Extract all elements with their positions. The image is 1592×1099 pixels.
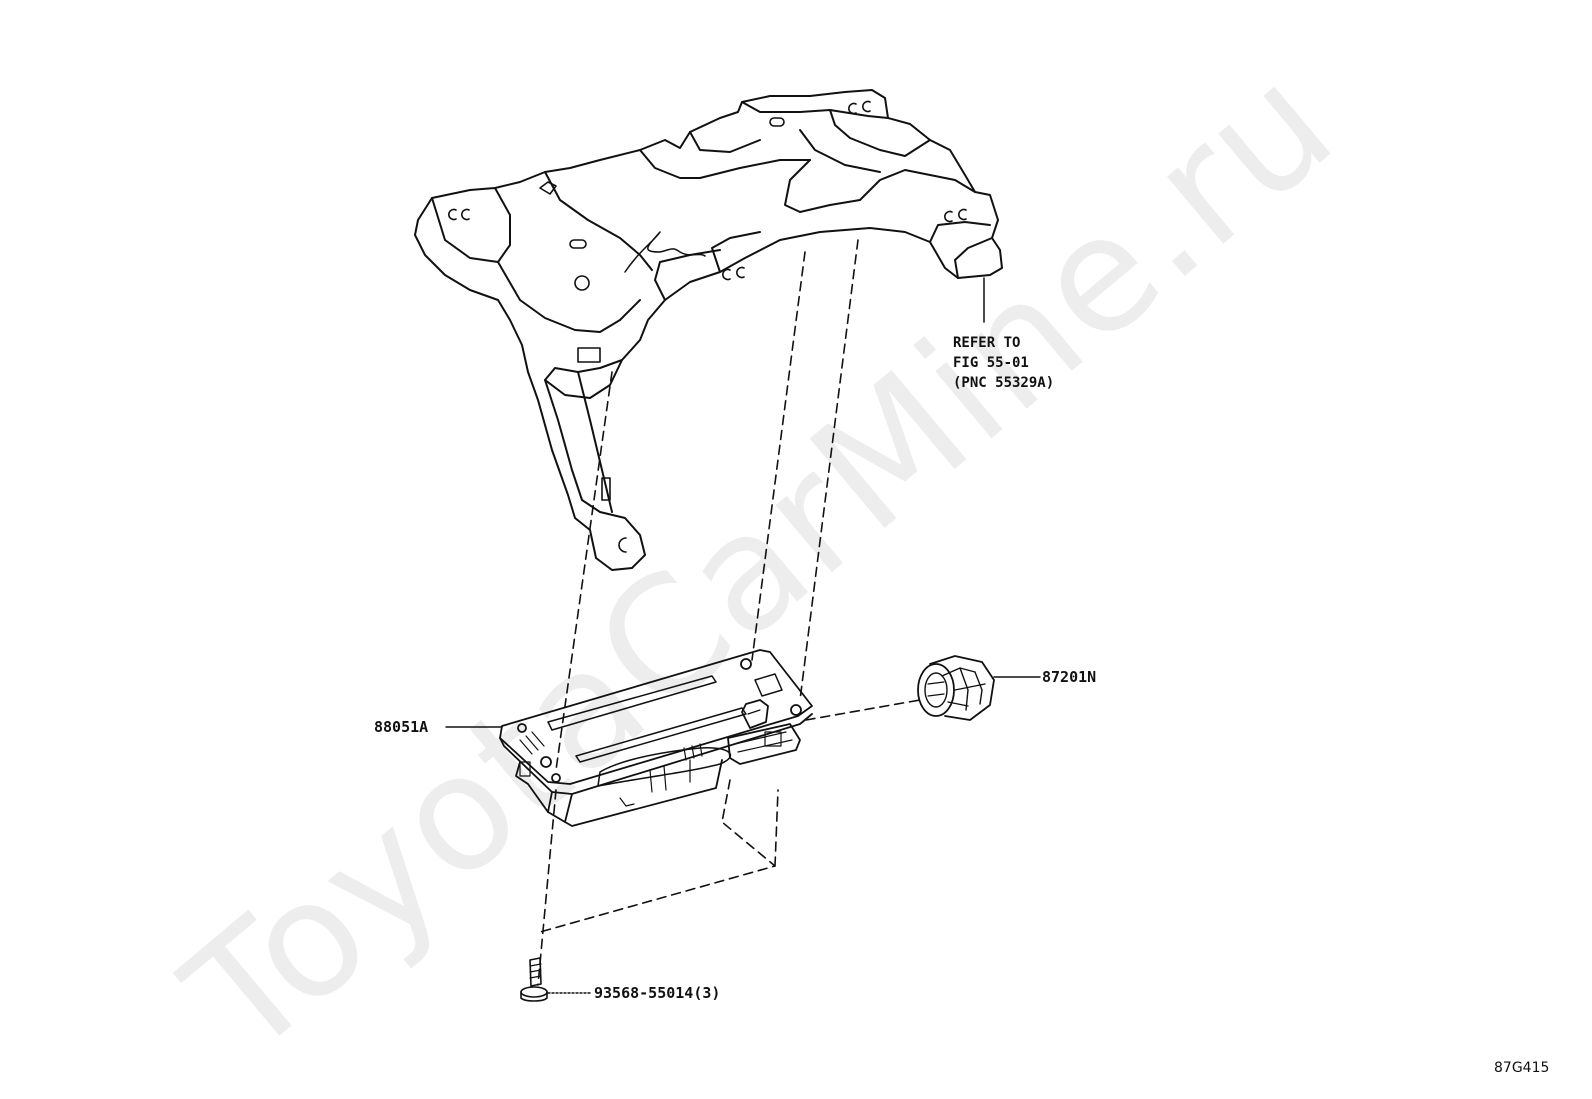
computer-assembly [499,649,813,827]
assembly-lines [537,239,921,986]
support-bracket [414,89,1003,571]
callout-screw: 93568-55014(3) [594,984,721,1002]
bracket-reference-line-2: FIG 55-01 [953,355,1029,371]
bracket-reference-note: REFER TO FIG 55-01 (PNC 55329A) [953,333,1054,393]
figure-id: 87G415 [1494,1060,1550,1076]
callout-computer: 88051A [374,718,429,736]
bracket-reference-line-3: (PNC 55329A) [953,375,1055,391]
callout-plug: 87201N [1042,668,1097,686]
screw [520,957,548,1002]
bracket-reference-line-1: REFER TO [953,335,1021,351]
leader-lines [445,676,1041,994]
socket-plug [917,655,995,721]
